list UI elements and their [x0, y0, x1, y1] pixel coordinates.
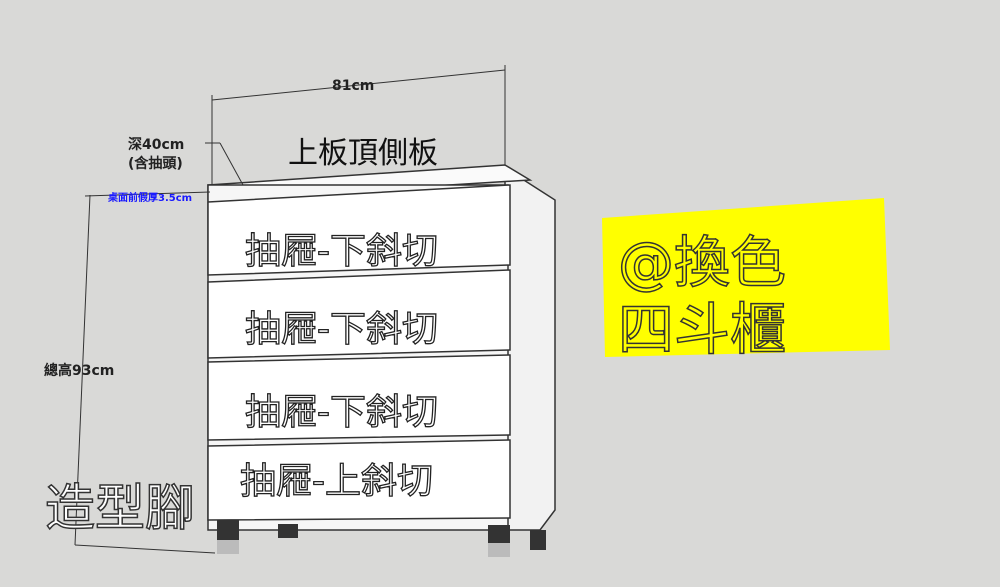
drawer-front: [207, 354, 511, 441]
depth-dimension: 深40cm: [128, 137, 185, 153]
leg: [278, 524, 298, 538]
drawer-front: [207, 184, 511, 276]
note-line-2: 四斗櫃: [617, 297, 787, 364]
dimension-lines: [74, 65, 506, 554]
drawer-front: [207, 439, 511, 521]
drawer-label: 抽屜-下斜切: [244, 308, 438, 350]
top-panel-label: 上板頂側板: [288, 136, 438, 171]
drawer-front: [207, 269, 511, 359]
legs-label: 造型腳: [44, 478, 196, 538]
height-dimension: 總高93cm: [44, 363, 115, 379]
leg: [530, 530, 546, 550]
drawer-label: 抽屜-上斜切: [239, 460, 433, 502]
drawer-label: 抽屜-下斜切: [244, 230, 438, 272]
width-dimension: 81cm: [332, 78, 375, 94]
leg-cap: [488, 543, 510, 557]
side-panel: [504, 166, 556, 531]
front-thickness-dimension: 桌面前假厚3.5cm: [108, 193, 193, 204]
note-line-1: @換色: [617, 230, 787, 297]
depth-note: (含抽頭): [128, 156, 183, 172]
note-box: [602, 198, 890, 357]
drawer-label: 抽屜-下斜切: [244, 391, 438, 433]
leg-cap: [217, 540, 239, 554]
